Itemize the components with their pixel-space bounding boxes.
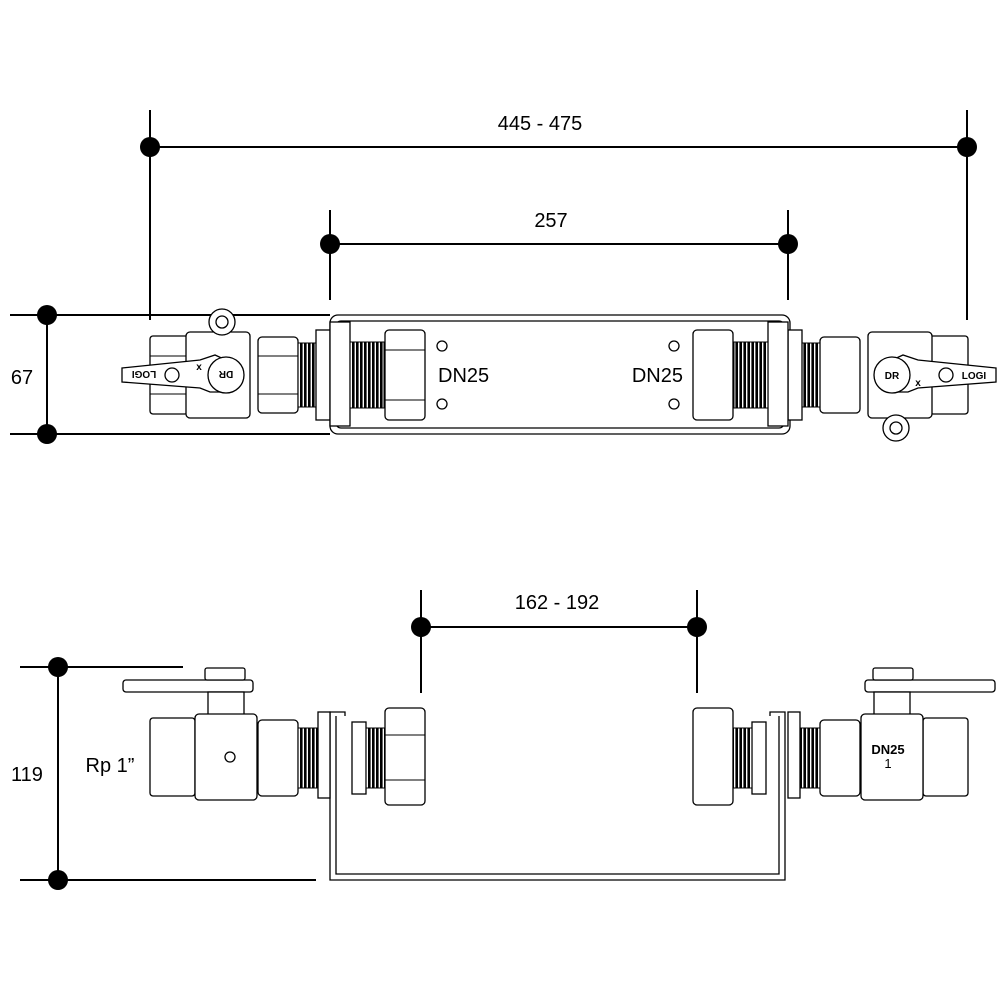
left-valve-top bbox=[121, 308, 426, 427]
left-cap-label: DR bbox=[218, 368, 233, 379]
bracket-length-dimension bbox=[320, 210, 798, 300]
side-height-dimension bbox=[20, 657, 316, 890]
top-height-label: 67 bbox=[11, 367, 33, 389]
bracket-length-label: 257 bbox=[534, 210, 567, 232]
valve-size-label: DN25 bbox=[871, 742, 904, 757]
mounting-bracket-top bbox=[329, 314, 791, 435]
overall-length-dimension bbox=[140, 110, 977, 320]
left-valve-side bbox=[122, 667, 426, 806]
right-handle-label: LOGI bbox=[962, 371, 987, 382]
left-valve-mark: x bbox=[196, 362, 202, 373]
left-handle-label: LOGI bbox=[132, 368, 157, 379]
top-height-dimension bbox=[10, 305, 330, 444]
right-cap-label: DR bbox=[885, 371, 900, 382]
side-height-label: 119 bbox=[11, 764, 43, 786]
gap-label: 162 - 192 bbox=[515, 592, 600, 614]
left-port-label: DN25 bbox=[438, 365, 489, 387]
right-port-label: DN25 bbox=[632, 365, 683, 387]
thread-label: Rp 1” bbox=[86, 755, 135, 777]
gap-dimension bbox=[411, 590, 707, 693]
right-valve-top bbox=[692, 321, 997, 442]
overall-length-label: 445 - 475 bbox=[498, 113, 583, 135]
valve-size-number: 1 bbox=[884, 756, 891, 771]
mounting-bracket-side bbox=[329, 711, 786, 881]
right-valve-side bbox=[692, 667, 996, 806]
right-valve-mark: x bbox=[915, 378, 921, 389]
